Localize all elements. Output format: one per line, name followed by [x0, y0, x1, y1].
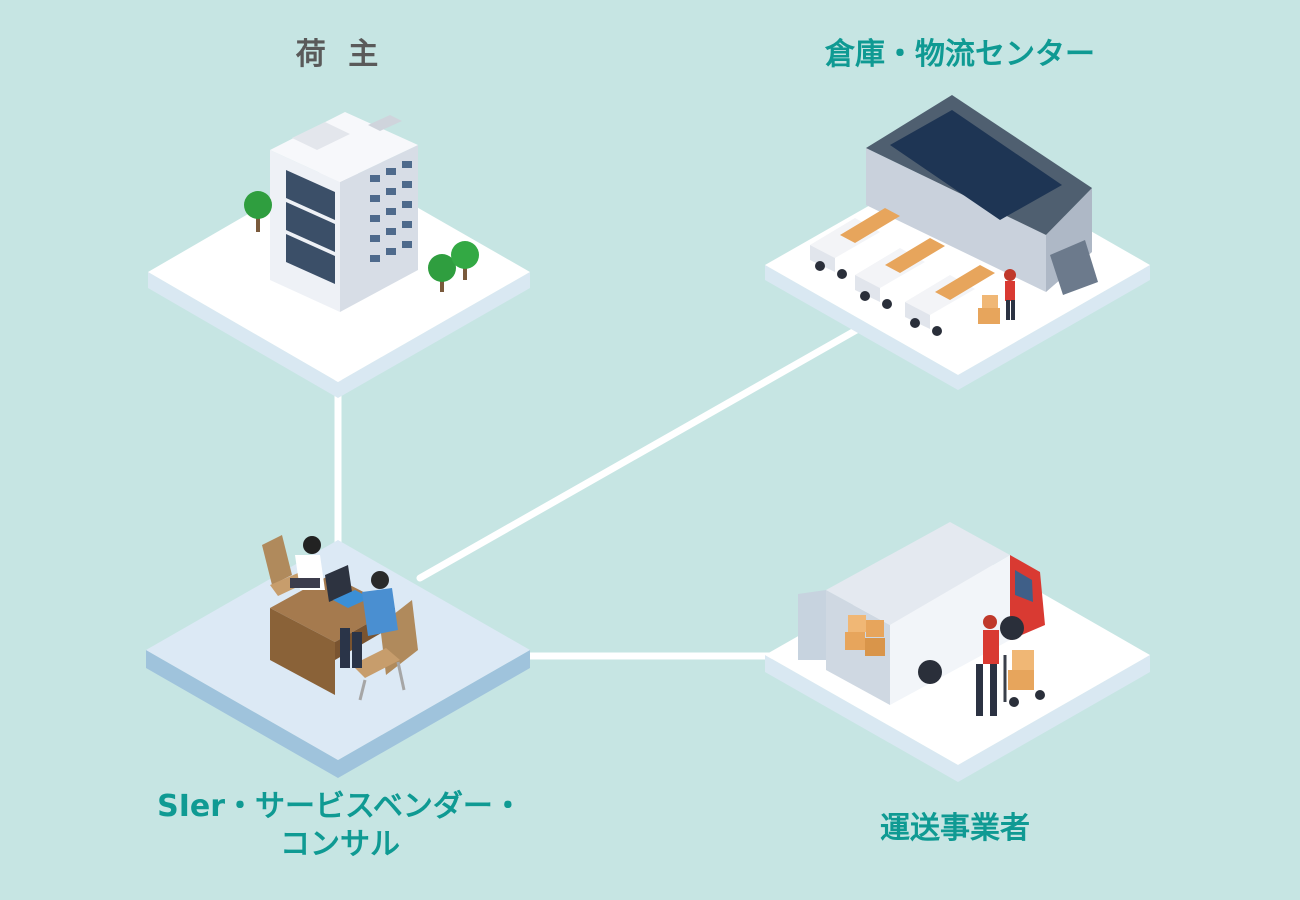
delivery-truck-icon	[855, 238, 945, 309]
office-building-icon	[244, 112, 479, 312]
tree-icon	[428, 254, 456, 292]
tablet-icon	[333, 590, 370, 608]
shipper-label: 荷 主	[295, 37, 385, 72]
cargo-boxes-icon	[845, 615, 885, 656]
warehouse-node	[765, 95, 1150, 607]
person-icon	[340, 571, 398, 668]
shipper-node	[148, 112, 530, 398]
office-desk-icon	[262, 535, 418, 701]
cargo-boxes-icon	[978, 295, 1000, 324]
warehouse-label: 倉庫・物流センター	[825, 37, 1095, 72]
transport-label: 運送事業者	[880, 811, 1030, 846]
worker-icon	[1004, 269, 1016, 320]
connectors	[334, 324, 864, 660]
sier-node	[146, 535, 530, 778]
delivery-truck-icon	[798, 522, 1045, 705]
delivery-truck-icon	[905, 265, 995, 336]
person-icon	[290, 536, 325, 590]
worker-icon	[976, 615, 999, 716]
connector-sier-warehouse	[416, 324, 864, 582]
laptop-icon	[325, 565, 352, 602]
tree-icon	[451, 241, 479, 280]
tree-icon	[244, 191, 272, 232]
delivery-truck-icon	[810, 208, 900, 279]
sier-label-line1: SIer・サービスベンダー・	[157, 789, 523, 824]
sier-label-line2: コンサル	[280, 826, 400, 862]
hand-truck-icon	[1003, 650, 1045, 707]
transport-node	[765, 522, 1150, 782]
sier-label: SIer・サービスベンダー・ コンサル	[110, 788, 570, 863]
